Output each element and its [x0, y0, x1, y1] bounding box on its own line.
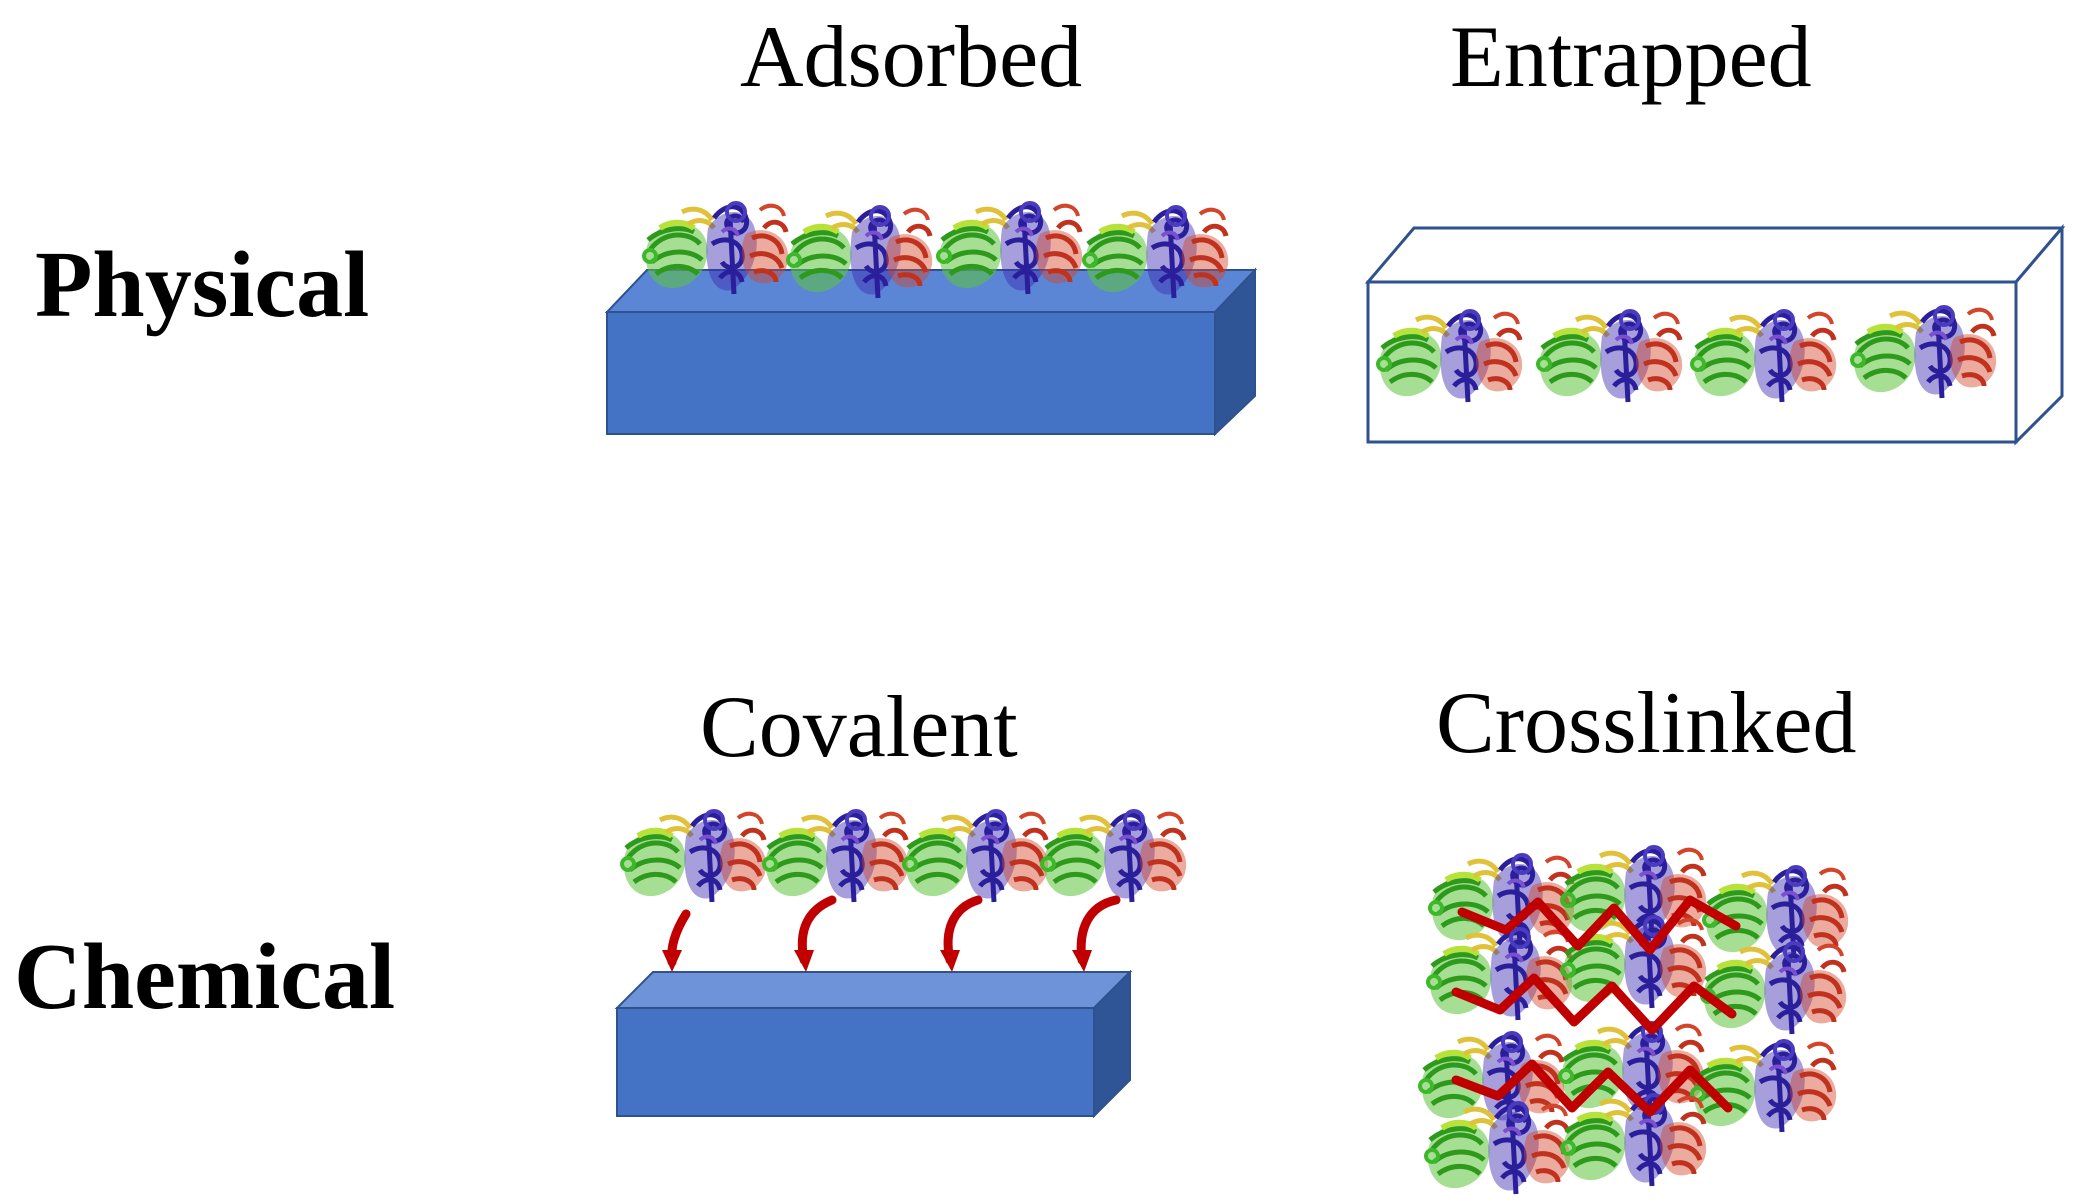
linker-arrow-head [1072, 950, 1092, 972]
adsorbed-support-block [604, 267, 1258, 437]
entrapped-panel [1364, 223, 2066, 446]
linker-arrow-head [794, 950, 814, 972]
column-label-covalent: Covalent [700, 679, 1018, 776]
linker-arrow-head [940, 950, 960, 972]
protein-icon [904, 811, 1048, 902]
column-label-crosslinked: Crosslinked [1436, 675, 1857, 772]
crosslinker-chain [1451, 1059, 1733, 1117]
protein-icon [1562, 847, 1706, 938]
crosslinked-enzyme-aggregate [1420, 847, 1848, 1194]
crosslinker-chain [1451, 973, 1737, 1035]
covalent-panel [614, 811, 1186, 1119]
protein-icon [1692, 1041, 1836, 1132]
adsorbed-panel [604, 203, 1258, 437]
row-label-physical: Physical [35, 233, 370, 337]
column-label-entrapped: Entrapped [1450, 9, 1812, 106]
protein-icon [788, 207, 932, 298]
protein-icon [764, 811, 908, 902]
protein-icon [1702, 943, 1846, 1034]
protein-icon [1042, 811, 1186, 902]
column-label-adsorbed: Adsorbed [740, 9, 1083, 106]
covalent-enzymes [622, 811, 1186, 902]
crosslinked-panel [1420, 847, 1848, 1194]
protein-icon [938, 203, 1082, 294]
crosslinker-chains [1451, 895, 1741, 1117]
protein-icon [1562, 1095, 1706, 1186]
row-label-chemical: Chemical [14, 925, 396, 1029]
protein-icon [1084, 207, 1228, 298]
linker-arrow-head [662, 950, 682, 972]
protein-icon [622, 811, 766, 902]
covalent-linker-arrows [662, 895, 1121, 972]
crosslinker-chain [1457, 895, 1741, 955]
protein-icon [644, 203, 788, 294]
covalent-support-block [614, 969, 1133, 1119]
